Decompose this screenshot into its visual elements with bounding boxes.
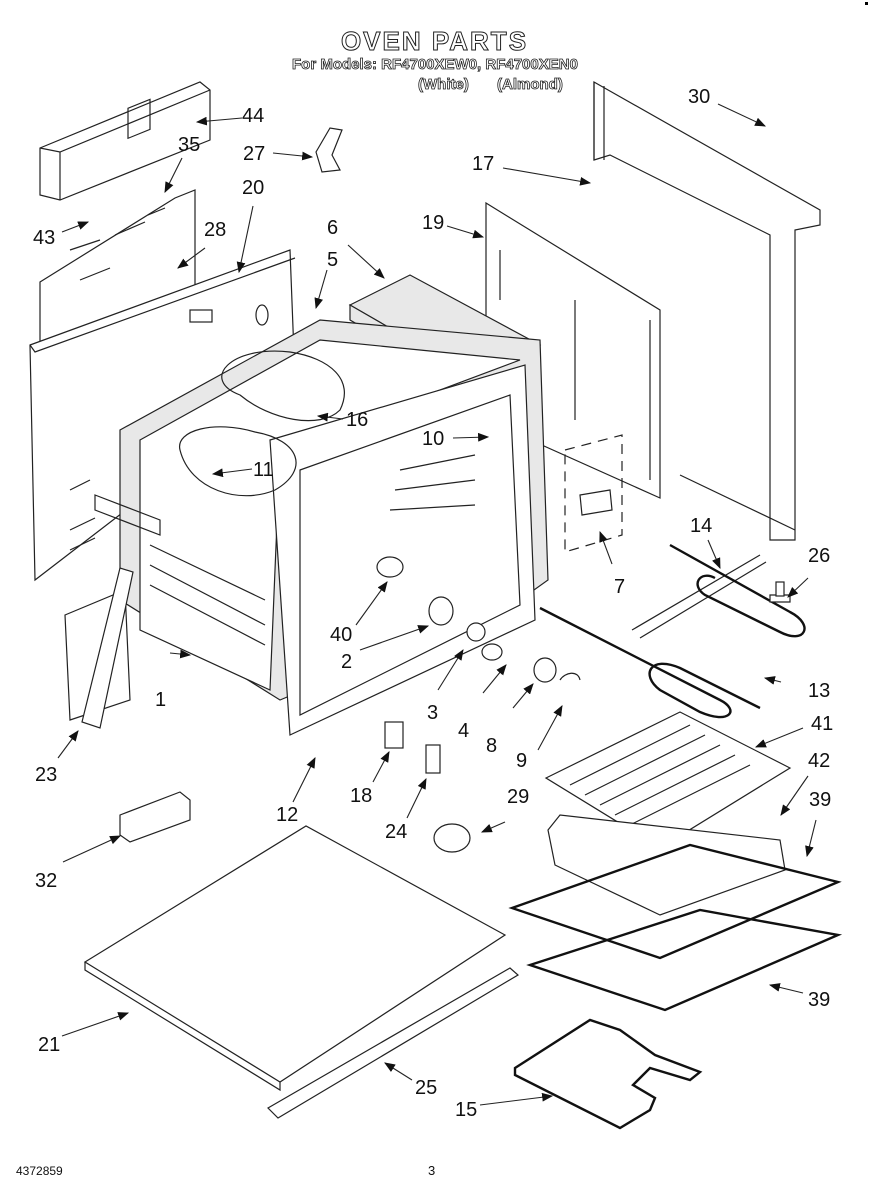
callout-40[interactable]: 40 <box>330 624 353 646</box>
callout-8[interactable]: 8 <box>486 735 498 757</box>
document-number: 4372859 <box>16 1164 63 1178</box>
parts-18-24-receptacles <box>384 721 441 774</box>
callout-20[interactable]: 20 <box>242 177 265 199</box>
part-17-right-panel <box>593 80 821 541</box>
callout-17[interactable]: 17 <box>472 153 495 175</box>
callout-12[interactable]: 12 <box>276 804 299 826</box>
callout-1[interactable]: 1 <box>155 689 167 711</box>
part-13-bake-element <box>539 543 806 719</box>
part-27-bracket <box>315 127 343 173</box>
callout-10[interactable]: 10 <box>422 428 445 450</box>
page-number: 3 <box>428 1163 436 1178</box>
part-14-bracket <box>631 554 767 639</box>
callout-25[interactable]: 25 <box>415 1077 438 1099</box>
variant-white: (White) <box>418 76 470 94</box>
callout-5[interactable]: 5 <box>327 249 339 271</box>
callout-39-upper[interactable]: 39 <box>809 789 832 811</box>
callout-18[interactable]: 18 <box>350 785 373 807</box>
callout-43[interactable]: 43 <box>33 227 56 249</box>
callout-3[interactable]: 3 <box>427 702 439 724</box>
part-42-broiler-pan <box>547 814 786 916</box>
part-26-leveling-leg <box>769 581 791 603</box>
callout-9[interactable]: 9 <box>516 750 528 772</box>
callout-41[interactable]: 41 <box>811 713 834 735</box>
callout-44[interactable]: 44 <box>242 105 265 127</box>
part-32-terminal-block <box>119 791 191 843</box>
callout-28[interactable]: 28 <box>204 219 227 241</box>
callout-4[interactable]: 4 <box>458 720 470 742</box>
callout-24[interactable]: 24 <box>385 821 408 843</box>
part-1-oven-cavity <box>94 319 549 736</box>
callout-19[interactable]: 19 <box>422 212 445 234</box>
part-21-bottom-panel <box>83 825 507 1092</box>
variant-almond: (Almond) <box>497 76 564 94</box>
part-15-broil-element <box>513 1018 703 1130</box>
part-44-backguard <box>39 81 211 201</box>
callout-6[interactable]: 6 <box>327 217 339 239</box>
callout-14[interactable]: 14 <box>690 515 713 537</box>
callout-26[interactable]: 26 <box>808 545 831 567</box>
page-title: OVEN PARTS <box>340 26 529 57</box>
callout-7[interactable]: 7 <box>614 576 626 598</box>
callout-23[interactable]: 23 <box>35 764 58 786</box>
callout-42[interactable]: 42 <box>808 750 831 772</box>
callout-30[interactable]: 30 <box>688 86 711 108</box>
callout-21[interactable]: 21 <box>38 1034 61 1056</box>
callout-15[interactable]: 15 <box>455 1099 478 1121</box>
scan-mark <box>865 2 868 5</box>
callout-32[interactable]: 32 <box>35 870 58 892</box>
callout-13[interactable]: 13 <box>808 680 831 702</box>
callout-29[interactable]: 29 <box>507 786 530 808</box>
small-light-parts <box>376 556 581 683</box>
part-25-front-rail <box>267 967 520 1119</box>
callout-2[interactable]: 2 <box>341 651 353 673</box>
callout-35[interactable]: 35 <box>178 134 201 156</box>
callout-27[interactable]: 27 <box>243 143 266 165</box>
callout-leaders <box>57 103 817 1106</box>
part-7-bracket <box>564 434 623 553</box>
callout-39-lower[interactable]: 39 <box>808 989 831 1011</box>
callout-11[interactable]: 11 <box>253 459 274 481</box>
part-39-oven-racks <box>508 843 843 1012</box>
callout-16[interactable]: 16 <box>346 409 369 431</box>
part-29-wire-harness <box>433 823 471 853</box>
part-23-support-leg <box>64 567 134 729</box>
models-subtitle: For Models: RF4700XEW0, RF4700XEN0 <box>292 56 579 74</box>
